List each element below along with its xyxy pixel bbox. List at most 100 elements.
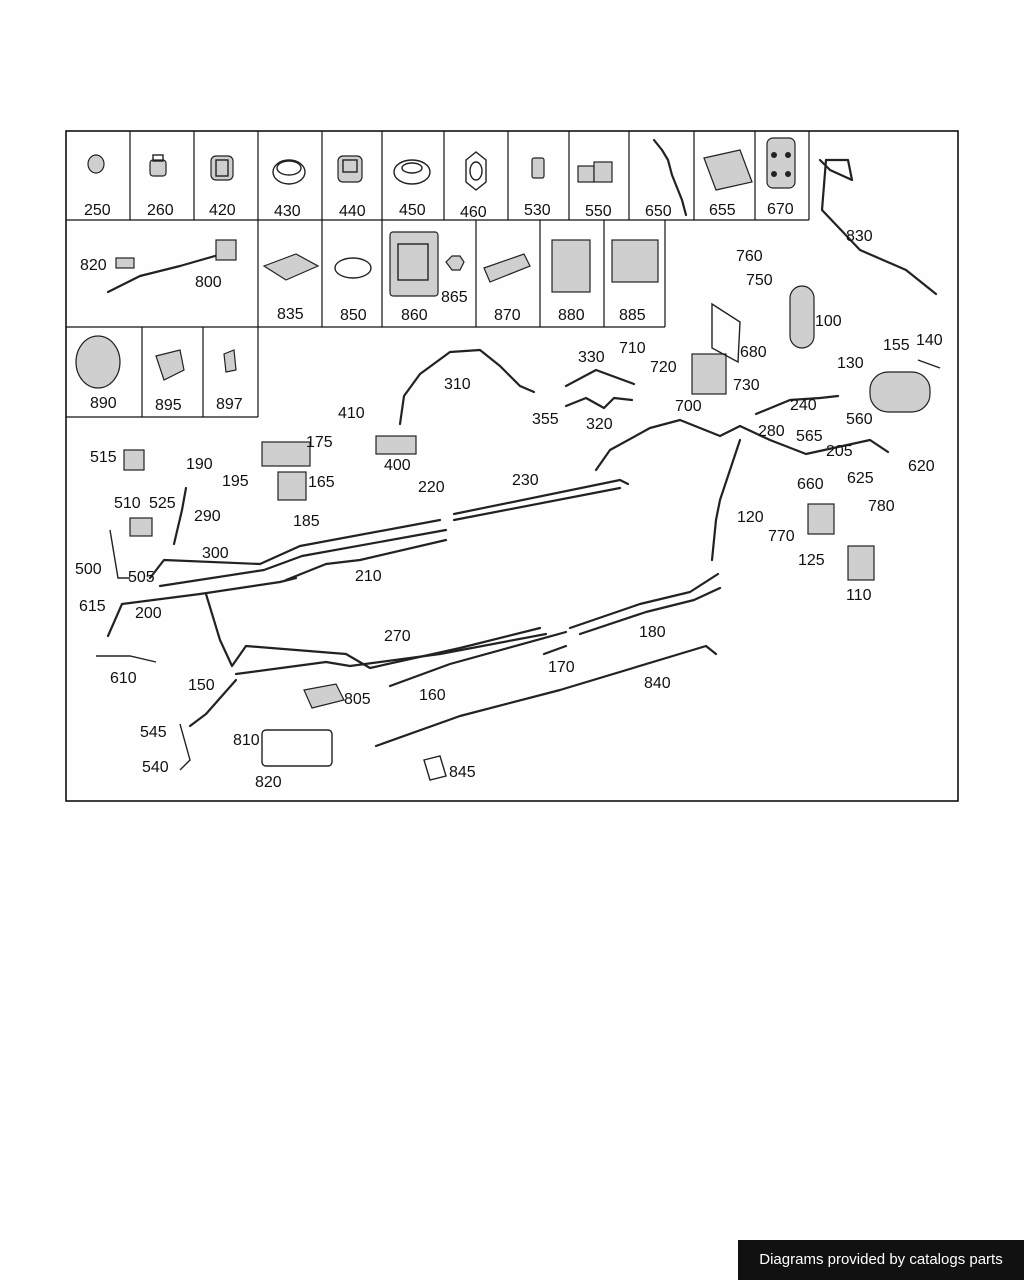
part-670-icon [766, 137, 796, 189]
part-897-icon [223, 349, 237, 373]
callout-840: 840 [644, 675, 671, 692]
callout-450: 450 [399, 202, 426, 219]
part-650-icon [652, 138, 688, 217]
callout-515: 515 [90, 449, 117, 466]
callout-865: 865 [441, 289, 468, 306]
callout-870: 870 [494, 307, 521, 324]
callout-540: 540 [142, 759, 169, 776]
callout-730: 730 [733, 377, 760, 394]
callout-125: 125 [798, 552, 825, 569]
callout-780: 780 [868, 498, 895, 515]
callout-220: 220 [418, 479, 445, 496]
callout-845: 845 [449, 764, 476, 781]
callout-320: 320 [586, 416, 613, 433]
part-885-icon [611, 239, 659, 283]
callout-130: 130 [837, 355, 864, 372]
callout-510: 510 [114, 495, 141, 512]
callout-160: 160 [419, 687, 446, 704]
part-835-icon [262, 253, 320, 281]
part-820-icon [115, 257, 135, 269]
part-530-icon [531, 157, 545, 179]
part-440-icon [337, 155, 363, 183]
callout-140: 140 [916, 332, 943, 349]
loose-parts [96, 285, 941, 781]
callout-550: 550 [585, 203, 612, 220]
part-870-icon [483, 253, 531, 283]
callout-205: 205 [826, 443, 853, 460]
callout-655: 655 [709, 202, 736, 219]
callout-850: 850 [340, 307, 367, 324]
callout-310: 310 [444, 376, 471, 393]
callout-180: 180 [639, 624, 666, 641]
callout-200: 200 [135, 605, 162, 622]
callout-250: 250 [84, 202, 111, 219]
callout-420: 420 [209, 202, 236, 219]
callout-280: 280 [758, 423, 785, 440]
parts-grid [66, 131, 810, 418]
callout-355: 355 [532, 411, 559, 428]
callout-805: 805 [344, 691, 371, 708]
callout-720: 720 [650, 359, 677, 376]
callout-885: 885 [619, 307, 646, 324]
callout-650: 650 [645, 203, 672, 220]
callout-545: 545 [140, 724, 167, 741]
callout-525: 525 [149, 495, 176, 512]
callout-155: 155 [883, 337, 910, 354]
pipe-network [106, 158, 938, 748]
callout-230: 230 [512, 472, 539, 489]
part-430-icon [272, 159, 306, 185]
callout-300: 300 [202, 545, 229, 562]
callout-110: 110 [846, 587, 872, 604]
callout-810: 810 [233, 732, 260, 749]
part-890-icon [75, 335, 121, 389]
callout-660: 660 [797, 476, 824, 493]
callout-615: 615 [79, 598, 106, 615]
part-460-icon [465, 151, 487, 191]
callout-710: 710 [619, 340, 646, 357]
callout-165: 165 [308, 474, 335, 491]
callout-100: 100 [815, 313, 842, 330]
callout-700: 700 [675, 398, 702, 415]
callout-290: 290 [194, 508, 221, 525]
callout-175: 175 [306, 434, 333, 451]
part-880-icon [551, 239, 591, 293]
part-655-icon [703, 149, 753, 191]
diagram-frame [65, 130, 959, 802]
callout-505: 505 [128, 569, 155, 586]
callout-880: 880 [558, 307, 585, 324]
callout-170: 170 [548, 659, 575, 676]
callout-565: 565 [796, 428, 823, 445]
callout-820b: 820 [255, 774, 282, 791]
callout-770: 770 [768, 528, 795, 545]
callout-897: 897 [216, 396, 243, 413]
part-260-icon [149, 154, 167, 177]
part-895-icon [155, 349, 185, 381]
callout-400: 400 [384, 457, 411, 474]
part-800-icon [106, 239, 237, 294]
part-865-icon [445, 255, 465, 271]
callout-240: 240 [790, 397, 817, 414]
callout-670: 670 [767, 201, 794, 218]
callout-830: 830 [846, 228, 873, 245]
callout-210: 210 [355, 568, 382, 585]
callout-120: 120 [737, 509, 764, 526]
callout-680: 680 [740, 344, 767, 361]
callout-330: 330 [578, 349, 605, 366]
callout-labels: 250 260 420 430 440 450 460 530 550 650 … [75, 201, 943, 791]
callout-610: 610 [110, 670, 137, 687]
callout-460: 460 [460, 204, 487, 221]
callout-625: 625 [847, 470, 874, 487]
part-450-icon [393, 159, 431, 185]
callout-270: 270 [384, 628, 411, 645]
watermark-banner: Diagrams provided by catalogs parts [738, 1240, 1024, 1280]
callout-895: 895 [155, 397, 182, 414]
callout-560: 560 [846, 411, 873, 428]
callout-820: 820 [80, 257, 107, 274]
callout-195: 195 [222, 473, 249, 490]
callout-860: 860 [401, 307, 428, 324]
part-850-icon [334, 257, 372, 279]
callout-440: 440 [339, 203, 366, 220]
callout-260: 260 [147, 202, 174, 219]
part-420-icon [210, 155, 234, 181]
